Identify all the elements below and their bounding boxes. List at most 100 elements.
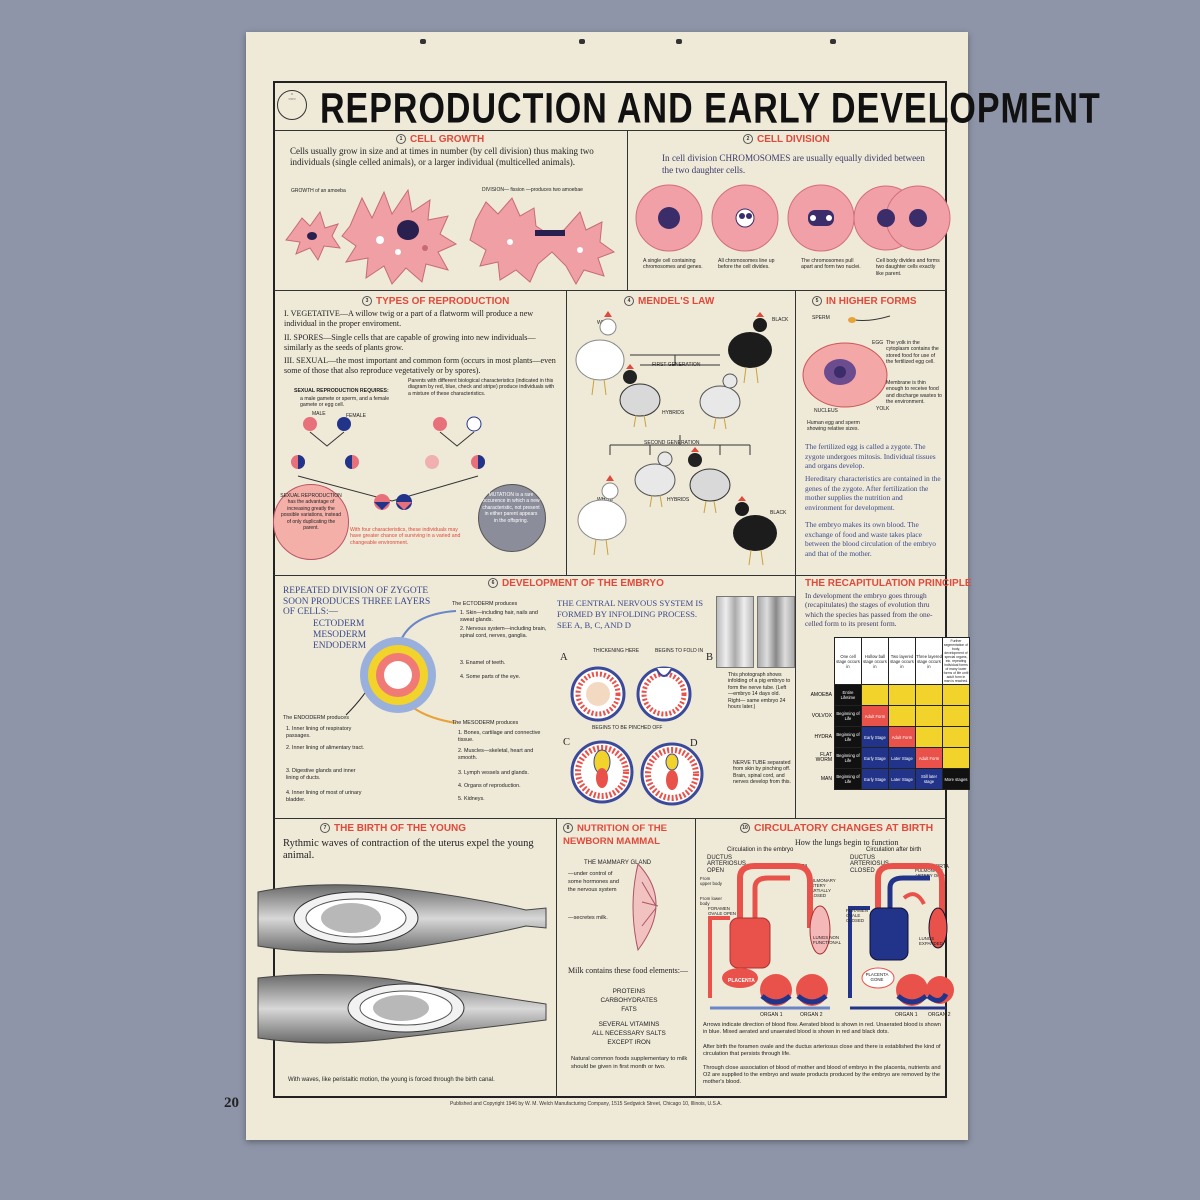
layer-mesoderm: MESODERM: [313, 630, 367, 640]
mesoderm-item: 3. Lymph vessels and glands.: [458, 770, 529, 776]
recap-table: One cell stage occurs in Hollow ball sta…: [808, 637, 970, 790]
heading-text: CIRCULATORY CHANGES AT BIRTH: [754, 823, 934, 834]
stage-c: [570, 740, 634, 804]
after-birth-circulation: [848, 863, 954, 1010]
heading-text: CELL GROWTH: [410, 134, 485, 145]
stage-b: [636, 666, 692, 722]
heading-text: TYPES OF REPRODUCTION: [376, 296, 510, 307]
birth-text: Rythmic waves of contraction of the uter…: [283, 838, 534, 861]
organ-label: ORGAN 1: [760, 1012, 783, 1018]
food-item: EXCEPT IRON: [607, 1039, 651, 1046]
divider: [274, 818, 946, 819]
embryo-circulation: [708, 863, 831, 1010]
recap-cell: Early Stage: [861, 747, 889, 769]
recap-cell: Beginning of Life: [834, 726, 862, 748]
birth-caption: With waves, like peristaltic motion, the…: [288, 1077, 495, 1083]
recap-col-head: Further segmentation of body, developmen…: [942, 637, 970, 685]
membrane-text: Membrane is thin enough to receive food …: [886, 380, 942, 406]
natural-foods-text: Natural common foods supplementary to mi…: [571, 1056, 688, 1070]
recap-row-label: VOLVOX: [811, 712, 832, 719]
hanging-hole: [579, 39, 585, 44]
hybrid-chicken-icon: [688, 447, 731, 514]
pinched-label: BEGINS TO BE PINCHED OFF: [592, 725, 663, 731]
recap-cell: Early Stage: [861, 726, 889, 748]
recap-cell: [942, 684, 970, 706]
human-egg-text: Human egg and sperm showing relative siz…: [807, 420, 860, 433]
food-item: FATS: [621, 1006, 637, 1013]
recap-cell: More stages: [942, 768, 970, 790]
hanging-hole: [420, 39, 426, 44]
divider: [627, 130, 628, 290]
germ-layers-diagram: [345, 610, 457, 724]
ductus-open-label: DUCTUS ARTERIOSUS OPEN: [707, 855, 746, 874]
mutation-circle: [478, 484, 546, 552]
black-label: BLACK: [770, 510, 787, 516]
circ-subtitle: How the lungs begin to function: [795, 838, 899, 847]
divider: [274, 290, 946, 291]
cell-division-caption: All chromosomes line up before the cell …: [718, 258, 775, 271]
ectoderm-item: 1. Skin—including hair, nails and sweat …: [460, 610, 538, 624]
recap-col-head: One cell stage occurs in: [834, 637, 862, 685]
male-label: MALE: [312, 411, 326, 417]
recap-cell: Adult Form: [888, 726, 916, 748]
cell-division-diagram: [635, 184, 951, 252]
letter-a: A: [560, 652, 568, 663]
ectoderm-head: The ECTODERM produces: [452, 601, 518, 607]
embryo-circ-label: Circulation in the embryo: [727, 847, 794, 853]
hormone-control-text: —under control of some hormones and the …: [568, 871, 619, 893]
nucleus-label: NUCLEUS: [814, 408, 838, 414]
cell-division-caption: A single cell containing chromosomes and…: [643, 258, 703, 271]
cell-division-caption: Cell body divides and forms two daughter…: [876, 258, 940, 277]
after-birth-label: Circulation after birth: [866, 847, 922, 853]
circ-paragraph: After birth the foramen ovale and the du…: [703, 1044, 941, 1057]
endoderm-item: 3. Digestive glands and inner lining of …: [286, 768, 356, 782]
higher-paragraph: The fertilized egg is called a zygote. T…: [805, 442, 936, 471]
birth-canal-illustration: [257, 884, 547, 1044]
mesoderm-item: 2. Muscles—skeletal, heart and smooth.: [458, 748, 534, 762]
hanging-hole: [676, 39, 682, 44]
circulation-diagram: [708, 863, 954, 1010]
yolk-label: YOLK: [876, 406, 890, 412]
letter-c: C: [563, 737, 571, 748]
recap-text: In development the embryo goes through (…: [805, 591, 933, 629]
food-item: PROTEINS: [612, 988, 646, 995]
publisher-seal: ○○○○: [277, 90, 307, 120]
circ-paragraph: Through close association of blood of mo…: [703, 1065, 941, 1085]
food-item: SEVERAL VITAMINS: [598, 1021, 660, 1028]
divider: [795, 290, 796, 818]
neural-tube-stages: [570, 666, 704, 806]
sexual-circle-text: SEXUAL REPRODUCTION has the advantage of…: [280, 493, 342, 532]
endoderm-head: The ENDODERM produces: [283, 715, 349, 721]
poster-frame: [273, 81, 947, 1098]
ectoderm-item: 3. Enamel of teeth.: [460, 660, 506, 666]
recap-cell: [915, 726, 943, 748]
thickening-label: THICKENING HERE: [593, 648, 640, 654]
lower-body-label: From lower body: [700, 896, 722, 906]
cell-division-caption: The chromosomes pull apart and form two …: [801, 258, 861, 271]
ductus-closed-label: DUCTUS ARTERIOSUS CLOSED: [850, 855, 889, 874]
mesoderm-item: 1. Bones, cartilage and connective tissu…: [458, 730, 541, 744]
recap-row-label: FLAT WORM: [815, 752, 832, 763]
foramen-open-label: FORAMEN OVALE OPEN: [708, 906, 736, 916]
mammary-gland-label: THE MAMMARY GLAND: [584, 860, 652, 866]
pulmonary-closed-label: PULMONARY ARTERY PARTIALLY CLOSED: [808, 878, 836, 898]
recap-cell: [861, 684, 889, 706]
recap-cell: Beginning of Life: [834, 705, 862, 727]
hybrid-chicken-icon: [699, 373, 741, 430]
recap-cell: Adult Form: [915, 747, 943, 769]
recap-cell: [942, 747, 970, 769]
higher-paragraph: Hereditary characteristics are contained…: [805, 474, 941, 512]
endoderm-item: 1. Inner lining of respiratory passages.: [286, 726, 352, 740]
higher-paragraph: The embryo makes its own blood. The exch…: [805, 520, 936, 558]
recap-cell: Early Stage: [861, 768, 889, 790]
recap-cell: Beginning of Life: [834, 768, 862, 790]
recap-cell: [915, 684, 943, 706]
